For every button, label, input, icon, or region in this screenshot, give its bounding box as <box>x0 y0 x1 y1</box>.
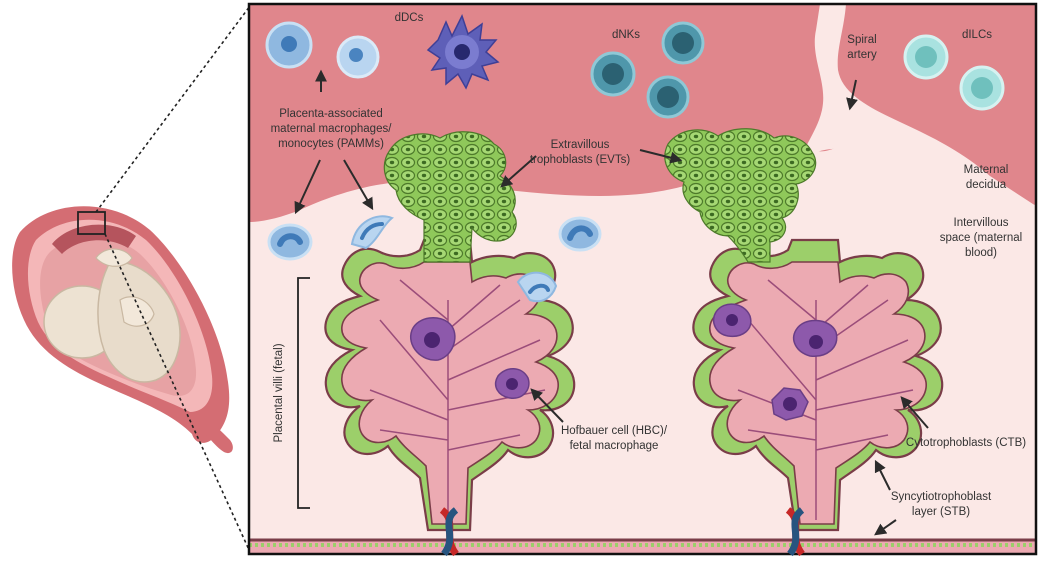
pamm-cells <box>265 21 602 303</box>
annotation-arrows <box>294 69 929 536</box>
label-hbc-line2: fetal macrophage <box>570 440 659 452</box>
label-dilcs: dILCs <box>962 29 992 41</box>
label-intervillous-line1: Intervillous <box>954 217 1009 229</box>
fetus-limb <box>119 296 155 327</box>
label-intervillous-line3: blood) <box>965 247 997 259</box>
zoom-line-bottom <box>104 233 251 553</box>
zoom-line-top <box>95 5 251 213</box>
dnk-cells <box>590 21 705 119</box>
dilc-cells <box>903 34 1005 111</box>
pregnant-uterus-illustration <box>12 206 233 454</box>
villus-capillaries <box>369 279 546 520</box>
label-pamms-line2: maternal macrophages/ <box>271 123 393 135</box>
fetus <box>43 248 181 383</box>
zoom-region-box <box>77 211 106 235</box>
label-ddcs: dDCs <box>395 12 424 24</box>
label-maternal-decidua-line2: decidua <box>966 179 1007 191</box>
umbilical-vessels-left <box>439 507 459 557</box>
hofbauer-cells <box>409 303 838 421</box>
label-ctb: Cytotrophoblasts (CTB) <box>906 437 1026 449</box>
diagram-labels: Placenta-associated maternal macrophages… <box>271 12 1027 518</box>
label-dnks: dNKs <box>612 29 640 41</box>
label-stb-line1: Syncytiotrophoblast <box>891 491 992 503</box>
ddc-cell <box>426 14 500 90</box>
label-hbc-line1: Hofbauer cell (HBC)/ <box>561 425 668 437</box>
label-spiral-artery-line2: artery <box>847 49 877 61</box>
label-evts-line1: Extravillous <box>551 139 610 151</box>
label-pamms-line3: monocytes (PAMMs) <box>278 138 384 150</box>
zoom-panel-frame <box>247 2 1038 556</box>
label-stb-line2: layer (STB) <box>912 506 970 518</box>
label-pamms-line1: Placenta-associated <box>279 108 383 120</box>
label-maternal-decidua-line1: Maternal <box>964 164 1009 176</box>
placenta-disc <box>52 224 136 254</box>
placental-villi-bracket <box>297 277 310 509</box>
label-intervillous-line2: space (maternal <box>940 232 1022 244</box>
spiral-artery <box>800 4 1036 222</box>
evt-cluster-right <box>664 128 817 263</box>
umbilical-vessels-right <box>785 507 805 557</box>
evt-cluster-left <box>383 131 517 263</box>
villus-stroma <box>341 261 559 525</box>
label-placental-villi: Placental villi (fetal) <box>273 343 285 442</box>
villous-tree-left <box>324 238 576 532</box>
fetus-limb <box>95 248 133 267</box>
label-spiral-artery-line1: Spiral <box>847 34 876 46</box>
cervix <box>196 418 233 454</box>
label-evts-line2: trophoblasts (EVTs) <box>530 154 631 166</box>
